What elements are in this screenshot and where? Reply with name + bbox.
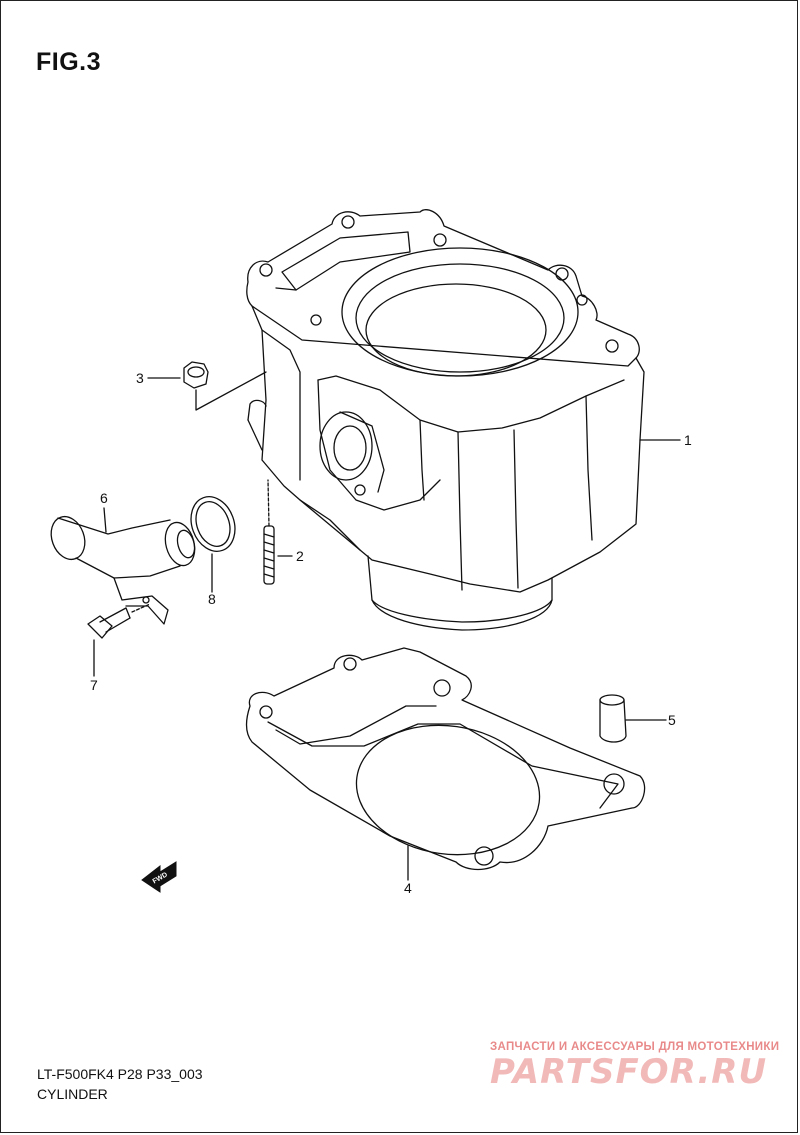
stud-bolt: [263, 479, 275, 585]
flange-nut: [183, 361, 267, 411]
watermark-logo: PARTSFOR.RU: [490, 1052, 768, 1092]
cylinder-block: [246, 209, 645, 631]
fwd-arrow-icon: FWD: [141, 861, 177, 893]
base-gasket: [245, 647, 646, 871]
water-outlet-pipe: [50, 515, 196, 625]
leader-lines: [93, 377, 681, 881]
callout-6: 6: [100, 490, 108, 506]
callout-3: 3: [136, 370, 144, 386]
hex-bolt: [87, 603, 151, 639]
dowel-pin: [599, 694, 627, 743]
figure-title: FIG.3: [36, 48, 102, 76]
callout-1: 1: [684, 432, 692, 448]
callout-7: 7: [90, 677, 98, 693]
watermark-tagline: ЗАПЧАСТИ И АКСЕССУАРЫ ДЛЯ МОТОТЕХНИКИ: [490, 1041, 780, 1053]
callout-2: 2: [296, 548, 304, 564]
o-ring: [190, 496, 236, 552]
drawing-name: CYLINDER: [37, 1086, 108, 1102]
callout-5: 5: [668, 712, 676, 728]
callout-4: 4: [404, 880, 412, 896]
callout-8: 8: [208, 591, 216, 607]
drawing-code: LT-F500FK4 P28 P33_003: [37, 1066, 203, 1082]
